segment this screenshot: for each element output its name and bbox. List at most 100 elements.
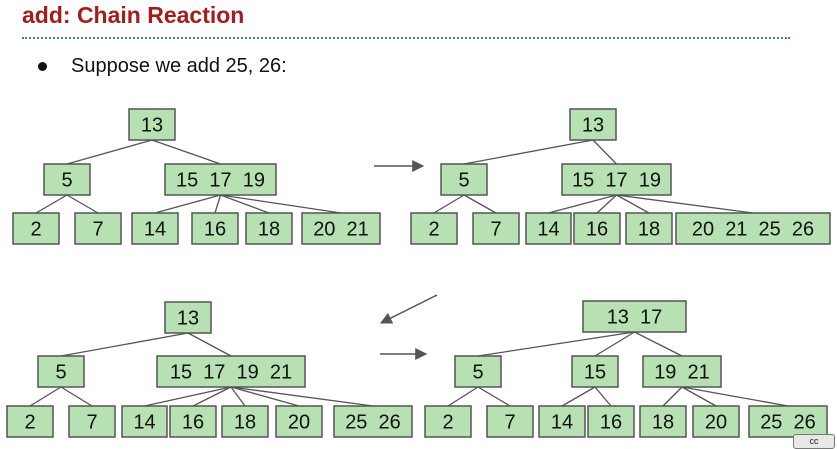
tree-2-node-l14: 14 <box>525 212 572 245</box>
tree-4-edge-n5-l2 <box>447 386 479 407</box>
tree-2-edge-n5-l2 <box>433 194 465 214</box>
tree-3-node-box <box>121 405 168 438</box>
license-badge: cc <box>793 434 835 449</box>
tree-2-node-box <box>472 212 520 245</box>
slide-title: add: Chain Reaction <box>22 2 245 28</box>
tree-4-edge-root-n15 <box>594 331 635 357</box>
tree-1-node-l14: 14 <box>131 212 179 245</box>
tree-4-node-l16: 16 <box>587 405 635 438</box>
bullet-marker <box>38 62 47 71</box>
tree-1-edge-root-n15 <box>151 139 221 165</box>
tree-3-node-l2: 2 <box>6 405 54 438</box>
tree-4-edge-root-n5 <box>477 331 635 357</box>
tree-2-edge-n15-l14 <box>548 194 617 214</box>
arrow-down-left <box>379 294 438 324</box>
tree-1-node-root: 13 <box>128 108 176 141</box>
tree-3-node-label: 18 <box>234 412 256 434</box>
tree-3-node-label: 16 <box>182 412 204 434</box>
tree-4-node-l14: 14 <box>538 405 586 438</box>
tree-1-node-label: 16 <box>204 219 226 241</box>
tree-1-node-label: 7 <box>92 219 103 241</box>
tree-3-node-l14: 14 <box>121 405 168 438</box>
tree-4-edge-n19-l25 <box>681 386 789 407</box>
tree-4-edge-n5-l7 <box>477 386 511 407</box>
tree-1-edge-n15-l14 <box>154 194 221 214</box>
tree-2-node-box <box>573 212 621 245</box>
tree-4-node-n5: 5 <box>454 355 502 388</box>
tree-4-node-label: 19 21 <box>654 362 710 384</box>
tree-2-node-label: 2 <box>428 219 439 241</box>
tree-2-node-l7: 7 <box>472 212 520 245</box>
tree-3-node-label: 7 <box>86 412 97 434</box>
tree-3-node-label: 25 26 <box>345 412 401 434</box>
tree-3-node-n5: 5 <box>37 355 85 388</box>
tree-1-node-box <box>301 212 381 245</box>
tree-2-node-box <box>440 163 488 196</box>
tree-2-edge-n5-l7 <box>463 194 497 214</box>
tree-4-node-l2: 2 <box>424 405 472 438</box>
tree-3-node-box <box>169 405 217 438</box>
tree-4-node-box <box>587 405 635 438</box>
tree-1-node-label: 15 17 19 <box>176 170 265 192</box>
tree-1-edge-n5-l7 <box>66 194 99 214</box>
tree-2-edge-root-n5 <box>463 139 594 165</box>
tree-4-node-label: 13 17 <box>607 307 663 329</box>
tree-2-node-l2: 2 <box>410 212 458 245</box>
tree-4-edge-n19-l18 <box>662 386 683 407</box>
tree-2-node-box <box>625 212 673 245</box>
tree-4-node-box <box>538 405 586 438</box>
tree-3-edge-n15-l16 <box>192 386 232 407</box>
tree-1-node-label: 14 <box>144 219 166 241</box>
tree-3-node-n15: 15 17 19 21 <box>156 355 306 388</box>
tree-2-node-box <box>525 212 572 245</box>
tree-2-node-root: 13 <box>569 108 617 141</box>
tree-4-node-l20: 20 <box>692 405 740 438</box>
tree-2-node-label: 13 <box>582 115 604 137</box>
tree-3-node-l25: 25 26 <box>333 405 413 438</box>
tree-4-node-box <box>571 355 619 388</box>
tree-1-edge-n15-l16 <box>214 194 222 214</box>
tree-2-edge-n15-l16 <box>596 194 617 214</box>
tree-1-node-label: 2 <box>30 219 41 241</box>
tree-1-node-l18: 18 <box>245 212 293 245</box>
tree-3-node-l16: 16 <box>169 405 217 438</box>
tree-2-node-label: 16 <box>586 219 608 241</box>
tree-2-node-n5: 5 <box>440 163 488 196</box>
tree-2-node-n15: 15 17 19 <box>561 163 672 196</box>
tree-2-edge-root-n15 <box>592 139 617 165</box>
tree-1-node-box <box>12 212 60 245</box>
tree-3-node-box <box>275 405 323 438</box>
tree-4-node-root: 13 17 <box>582 300 687 333</box>
tree-4-node-label: 14 <box>551 412 573 434</box>
tree-4-node-label: 7 <box>504 412 515 434</box>
tree-1-node-box <box>245 212 293 245</box>
tree-3-node-box <box>221 405 269 438</box>
tree-3-node-box <box>37 355 85 388</box>
tree-4-node-box <box>486 405 534 438</box>
tree-3-node-box <box>68 405 116 438</box>
tree-2-node-label: 14 <box>537 219 559 241</box>
tree-4-edge-root-n19 <box>634 331 683 357</box>
tree-2-node-label: 7 <box>490 219 501 241</box>
tree-3-edge-root-n15 <box>187 332 232 357</box>
tree-1-node-n15: 15 17 19 <box>164 163 277 196</box>
tree-3-node-l20: 20 <box>275 405 323 438</box>
tree-4-node-label: 18 <box>652 412 674 434</box>
tree-1-edge-n15-l20 <box>220 194 342 214</box>
tree-2-edge-n15-l20 <box>616 194 754 214</box>
tree-4-node-label: 25 26 <box>760 412 816 434</box>
tree-4-node-l18: 18 <box>639 405 687 438</box>
tree-4-node-box <box>424 405 472 438</box>
tree-1-node-box <box>164 163 277 196</box>
tree-1-node-box <box>43 163 91 196</box>
tree-1-node-box <box>191 212 239 245</box>
tree-2-node-box <box>675 212 831 245</box>
tree-2-node-label: 20 21 25 26 <box>692 219 814 241</box>
tree-1-node-label: 20 21 <box>313 219 369 241</box>
tree-4-edge-n19-l20 <box>681 386 717 407</box>
tree-2-edge-n15-l18 <box>616 194 650 214</box>
tree-2-node-box <box>561 163 672 196</box>
tree-3-edge-n5-l2 <box>29 386 62 407</box>
tree-1-node-l7: 7 <box>74 212 122 245</box>
